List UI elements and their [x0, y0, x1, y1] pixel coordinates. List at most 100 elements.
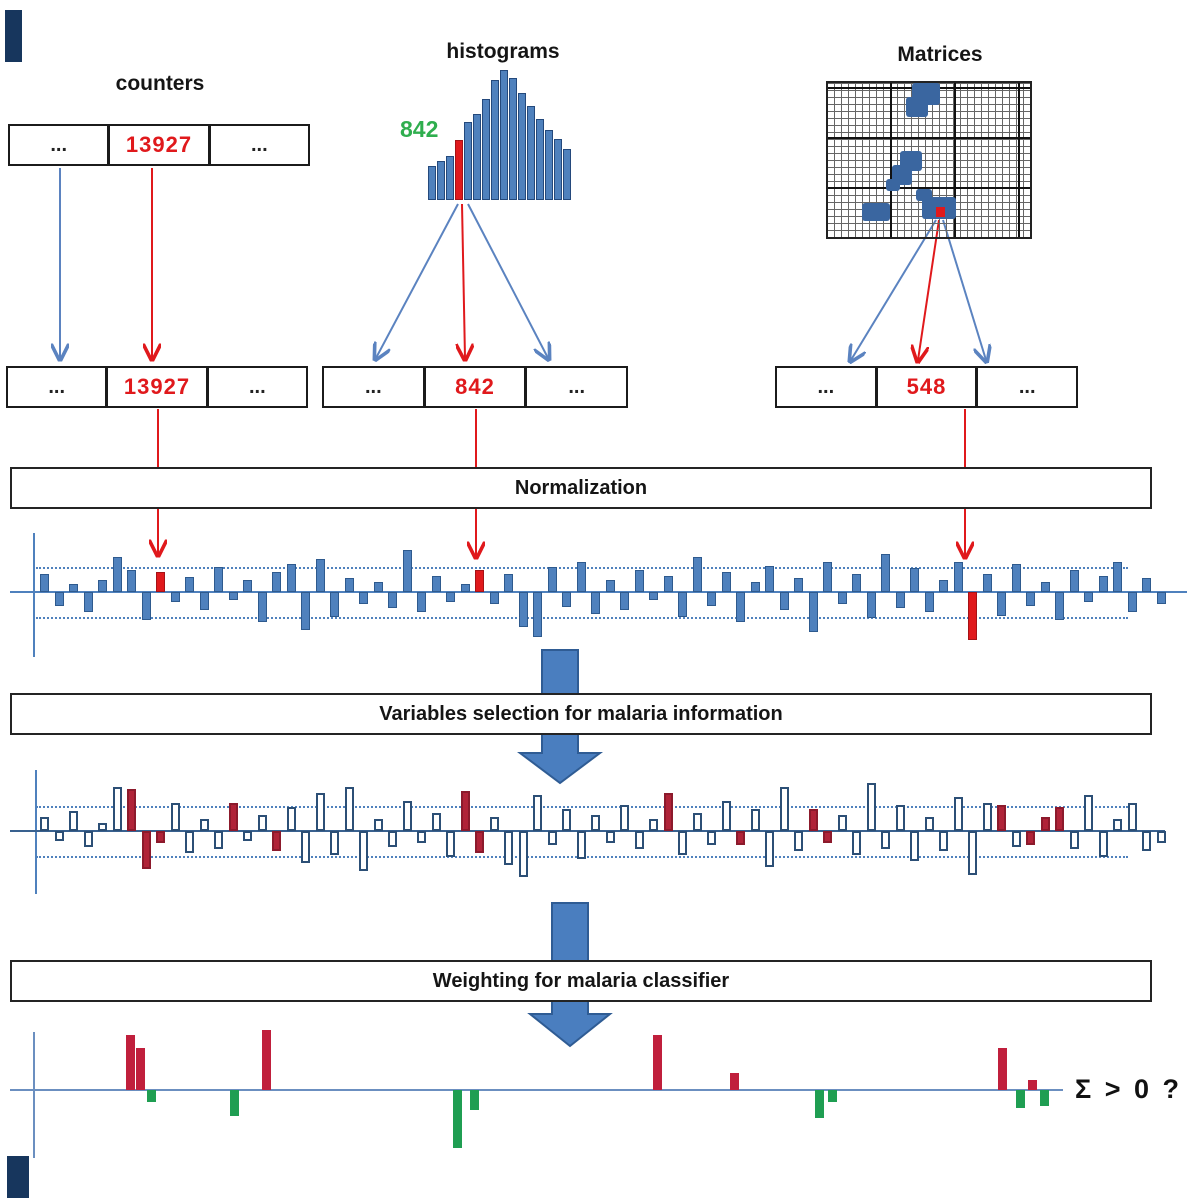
signal-bar [243, 580, 252, 592]
signal-bar [446, 592, 455, 602]
signal-bar [576, 831, 586, 859]
counters-array-box: ... 13927 ... [8, 124, 310, 166]
signal-bar [866, 592, 876, 618]
signal-bar [69, 811, 78, 831]
signal-bar [605, 831, 615, 843]
signal-bar [460, 791, 470, 831]
histogram-bar [428, 166, 436, 200]
signal-bar [315, 559, 325, 592]
signal-bar [1055, 807, 1064, 831]
signal-bar [982, 574, 992, 592]
histogram-bar [518, 93, 526, 200]
signal-bar [112, 557, 122, 592]
row-value: 13927 [105, 368, 205, 406]
matrix-highlight-cell [936, 207, 945, 217]
signal-bar [1011, 564, 1021, 592]
signal-bar [765, 831, 774, 867]
signal-bar [98, 823, 107, 831]
signal-bar [446, 831, 455, 857]
histogram-bar [500, 70, 508, 200]
signal-bar [953, 797, 963, 831]
signal-bar [721, 801, 731, 831]
row-cell: ... [365, 375, 382, 398]
signal-bar [359, 592, 368, 604]
counters-title: counters [115, 72, 205, 95]
histogram-bar [455, 140, 463, 200]
signal-bar [489, 817, 499, 831]
signal-bar [576, 562, 586, 592]
signal-bar [823, 562, 832, 592]
signal-bar [881, 554, 890, 592]
signal-bar [721, 572, 731, 592]
signal-bar [852, 574, 861, 592]
weight-bar [1028, 1080, 1037, 1090]
histogram-bar [545, 130, 553, 200]
signal-bar [547, 831, 557, 845]
histogram-bar [509, 78, 517, 200]
signal-bar [562, 809, 571, 831]
variables-selection-stage: Variables selection for malaria informat… [10, 693, 1152, 735]
signal-bar [1156, 831, 1166, 843]
matrix-blob [862, 203, 890, 221]
row-cell: ... [205, 368, 306, 406]
signal-bar [417, 831, 426, 843]
signal-bar [54, 592, 64, 606]
signal-bar [750, 582, 760, 592]
y-axis [35, 770, 37, 894]
weight-bar [815, 1090, 824, 1118]
histogram-bar [563, 149, 571, 200]
signal-bar [794, 831, 803, 851]
signal-bar [112, 787, 122, 831]
signal-bar [170, 803, 180, 831]
weight-bar [1016, 1090, 1025, 1108]
counter-cell: ... [50, 133, 67, 156]
signal-bar [779, 787, 789, 831]
signal-bar [765, 566, 774, 592]
signal-bar [359, 831, 368, 871]
signal-bar [736, 831, 745, 845]
signal-bar [649, 819, 658, 831]
signal-bar [141, 831, 151, 869]
signal-bar [98, 580, 107, 592]
signal-bar [707, 592, 716, 606]
signal-bar [83, 592, 93, 612]
signal-bar [736, 592, 745, 622]
histogram-bar [491, 80, 499, 200]
counter-cell: ... [207, 126, 308, 164]
signal-bar [968, 592, 977, 640]
weight-bar [136, 1048, 145, 1090]
signal-bar [997, 592, 1006, 616]
y-axis [33, 533, 35, 657]
signal-bar [1156, 592, 1166, 604]
signal-bar [707, 831, 716, 845]
signal-bar [605, 580, 615, 592]
weight-bar [828, 1090, 837, 1102]
signal-bar [1011, 831, 1021, 847]
signal-bar [141, 592, 151, 620]
signal-bar [663, 793, 673, 831]
signal-bar [1040, 582, 1050, 592]
signal-bar [1069, 831, 1079, 849]
signal-bar [489, 592, 499, 604]
signal-bar [475, 570, 484, 592]
matrix-grid [826, 81, 1032, 239]
signal-bar [1026, 592, 1035, 606]
row-cell: ... [975, 368, 1076, 406]
signal-bar [156, 572, 165, 592]
signal-bar [54, 831, 64, 841]
signal-bar [1142, 578, 1151, 592]
signal-bar [257, 815, 267, 831]
signal-bar [663, 576, 673, 592]
signal-bar [562, 592, 571, 607]
weight-bar [262, 1030, 271, 1090]
histogram-chart [428, 70, 574, 200]
signal-bar [794, 578, 803, 592]
matrix-row-box: ... 548 ... [775, 366, 1078, 408]
signal-bar [402, 801, 412, 831]
signal-bar [1084, 795, 1093, 831]
signal-bar [750, 809, 760, 831]
signal-bar [866, 783, 876, 831]
row-cell: ... [817, 375, 835, 398]
signal-bar [475, 831, 484, 853]
signal-bar [924, 592, 934, 612]
